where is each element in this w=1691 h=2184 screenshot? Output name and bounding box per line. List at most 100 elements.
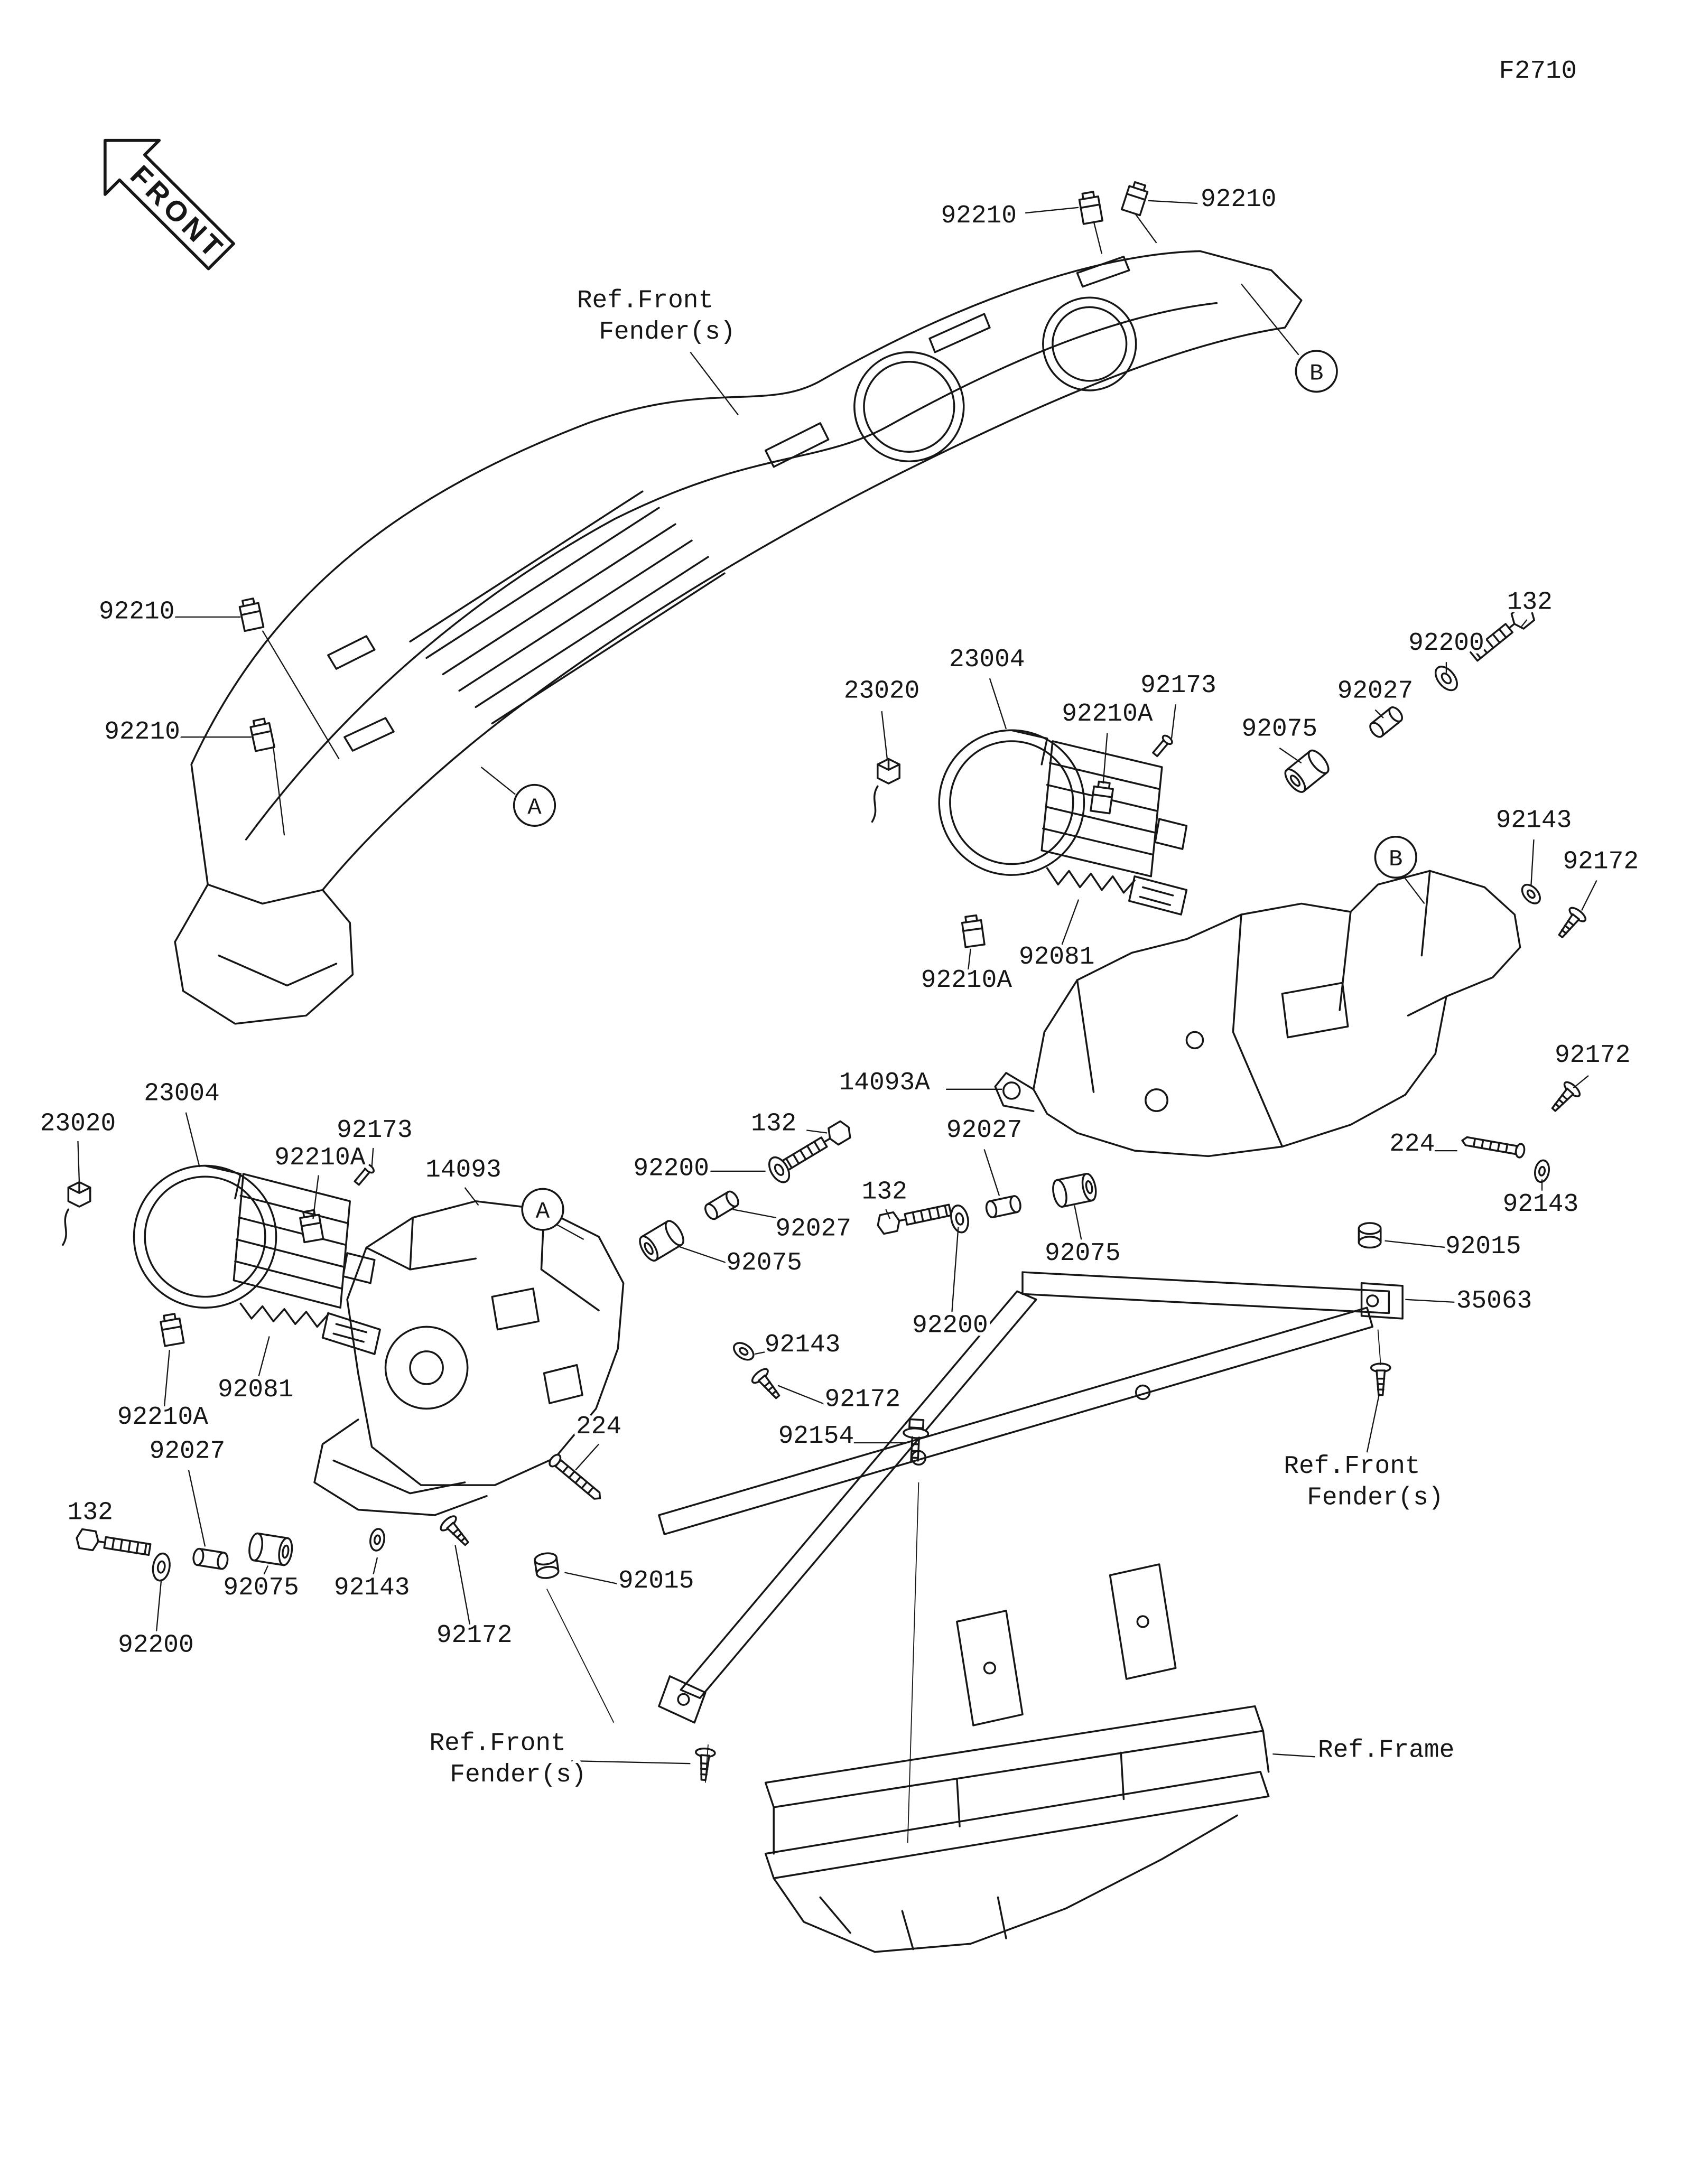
- part-labels: 92210 92210 Ref.Front Fender(s) 92210 92…: [36, 182, 1642, 1793]
- part-label-92075: 92075: [1242, 715, 1318, 744]
- nut-92015-icon: [533, 1551, 560, 1581]
- part-label-92210: 92210: [99, 598, 175, 626]
- part-label-23020: 23020: [40, 1109, 116, 1138]
- part-label-92172: 92172: [1563, 847, 1639, 876]
- balloon-A-top: A: [513, 783, 556, 827]
- part-label-35063: 35063: [1456, 1287, 1532, 1315]
- spring-92081-left-drawing: [239, 1302, 329, 1328]
- clip-92210-icon: [237, 596, 265, 632]
- part-label-92143: 92143: [1503, 1190, 1579, 1219]
- part-label-92210a: 92210A: [1062, 700, 1153, 729]
- ref-front-fender-label: Fender(s): [1307, 1483, 1443, 1512]
- figure-code: F2710: [1499, 56, 1577, 86]
- part-label-92210: 92210: [941, 202, 1017, 230]
- part-label-92081: 92081: [1019, 943, 1095, 972]
- part-label-92200: 92200: [633, 1155, 709, 1183]
- screw-92172-icon: [749, 1366, 786, 1404]
- clip-92210-icon: [1120, 180, 1150, 217]
- part-label-92075: 92075: [223, 1574, 299, 1602]
- front-fender-drawing: [174, 250, 1303, 1025]
- part-label-92172: 92172: [1555, 1041, 1631, 1070]
- part-label-92015: 92015: [618, 1567, 694, 1595]
- socket-wire-drawing: [871, 785, 879, 823]
- part-label-14093: 14093: [425, 1156, 501, 1184]
- part-label-92081: 92081: [218, 1376, 294, 1404]
- balloon-letter: B: [1389, 846, 1402, 873]
- part-label-92173: 92173: [1140, 671, 1216, 700]
- socket-23020-icon: [67, 1181, 91, 1208]
- part-label-14093a: 14093A: [839, 1069, 931, 1097]
- front-direction-arrow: FRONT: [103, 138, 235, 270]
- clip-92210-icon: [248, 716, 275, 752]
- part-label-92172: 92172: [825, 1385, 901, 1414]
- ref-front-fender-label: Fender(s): [599, 318, 735, 347]
- balloon-B-top: B: [1295, 350, 1338, 393]
- part-label-23020: 23020: [844, 677, 920, 705]
- screw-92172-icon: [438, 1513, 475, 1551]
- part-label-92210: 92210: [1201, 185, 1277, 214]
- ref-frame-label: Ref.Frame: [1318, 1736, 1454, 1765]
- part-label-92015: 92015: [1445, 1233, 1521, 1261]
- nut-92015-icon: [1358, 1222, 1382, 1249]
- part-label-92143: 92143: [334, 1574, 410, 1602]
- screw-224-icon: [546, 1451, 606, 1505]
- balloon-letter: A: [527, 795, 542, 821]
- collar-92027-icon: [1367, 704, 1406, 740]
- clip-92210a-icon: [159, 1312, 185, 1347]
- part-label-132: 132: [68, 1499, 113, 1527]
- part-label-132: 132: [1507, 588, 1553, 617]
- clip-92210a-icon: [960, 913, 986, 948]
- washer-92200-icon: [150, 1551, 173, 1583]
- part-label-92027: 92027: [946, 1116, 1023, 1145]
- bracket-right-drawing: [994, 870, 1521, 1158]
- ref-front-fender-label: Ref.Front: [577, 286, 713, 315]
- ref-front-fender-label: Ref.Front: [1284, 1452, 1420, 1481]
- part-label-92172: 92172: [436, 1621, 513, 1650]
- front-arrow-label: FRONT: [124, 159, 231, 266]
- fender-screw-icon: [1370, 1362, 1391, 1396]
- collar-92027-icon: [984, 1194, 1023, 1219]
- part-label-224: 224: [576, 1413, 621, 1441]
- leader-lines: [77, 200, 1597, 1843]
- part-label-92075: 92075: [1045, 1239, 1121, 1268]
- part-label-92173: 92173: [337, 1116, 413, 1145]
- socket-23020-icon: [877, 758, 900, 785]
- part-label-92154: 92154: [778, 1422, 854, 1451]
- bolt-132-icon: [74, 1527, 152, 1560]
- part-label-132: 132: [862, 1178, 907, 1207]
- part-label-132: 132: [751, 1109, 796, 1138]
- part-label-92027: 92027: [150, 1437, 226, 1466]
- part-label-92210a: 92210A: [117, 1403, 209, 1432]
- cross-bar-drawing: [658, 1271, 1404, 1724]
- headlamp-right-drawing: [938, 729, 1188, 916]
- collar-92027-icon: [702, 1188, 742, 1222]
- washer-92200-icon: [947, 1203, 972, 1235]
- damper-92075-icon: [635, 1217, 688, 1265]
- socket-wire-drawing: [62, 1208, 70, 1246]
- washer-92143-icon: [368, 1527, 387, 1553]
- spring-92081-right-drawing: [1046, 867, 1136, 894]
- part-label-92210a: 92210A: [274, 1144, 366, 1172]
- part-label-92210a: 92210A: [921, 966, 1012, 995]
- damper-92075-icon: [246, 1532, 295, 1567]
- balloon-letter: A: [536, 1199, 550, 1225]
- damper-92075-icon: [1049, 1171, 1099, 1209]
- part-label-23004: 23004: [144, 1080, 220, 1108]
- washer-92143-icon: [730, 1338, 758, 1365]
- part-label-92200: 92200: [1408, 629, 1484, 658]
- clip-92210a-icon: [1090, 780, 1115, 815]
- part-label-92027: 92027: [1337, 677, 1414, 705]
- ref-front-fender-label: Ref.Front: [429, 1729, 565, 1758]
- part-label-92200: 92200: [912, 1312, 988, 1340]
- part-label-92200: 92200: [118, 1631, 194, 1659]
- balloon-letter: B: [1309, 360, 1323, 387]
- part-label-92210: 92210: [104, 718, 180, 746]
- fender-screw-icon: [693, 1747, 717, 1782]
- collar-92027-icon: [191, 1547, 230, 1571]
- headlamp-left-drawing: [133, 1164, 381, 1355]
- balloon-B-mid: B: [1374, 836, 1417, 879]
- part-label-92027: 92027: [775, 1215, 851, 1243]
- frame-drawing: [764, 1563, 1270, 1953]
